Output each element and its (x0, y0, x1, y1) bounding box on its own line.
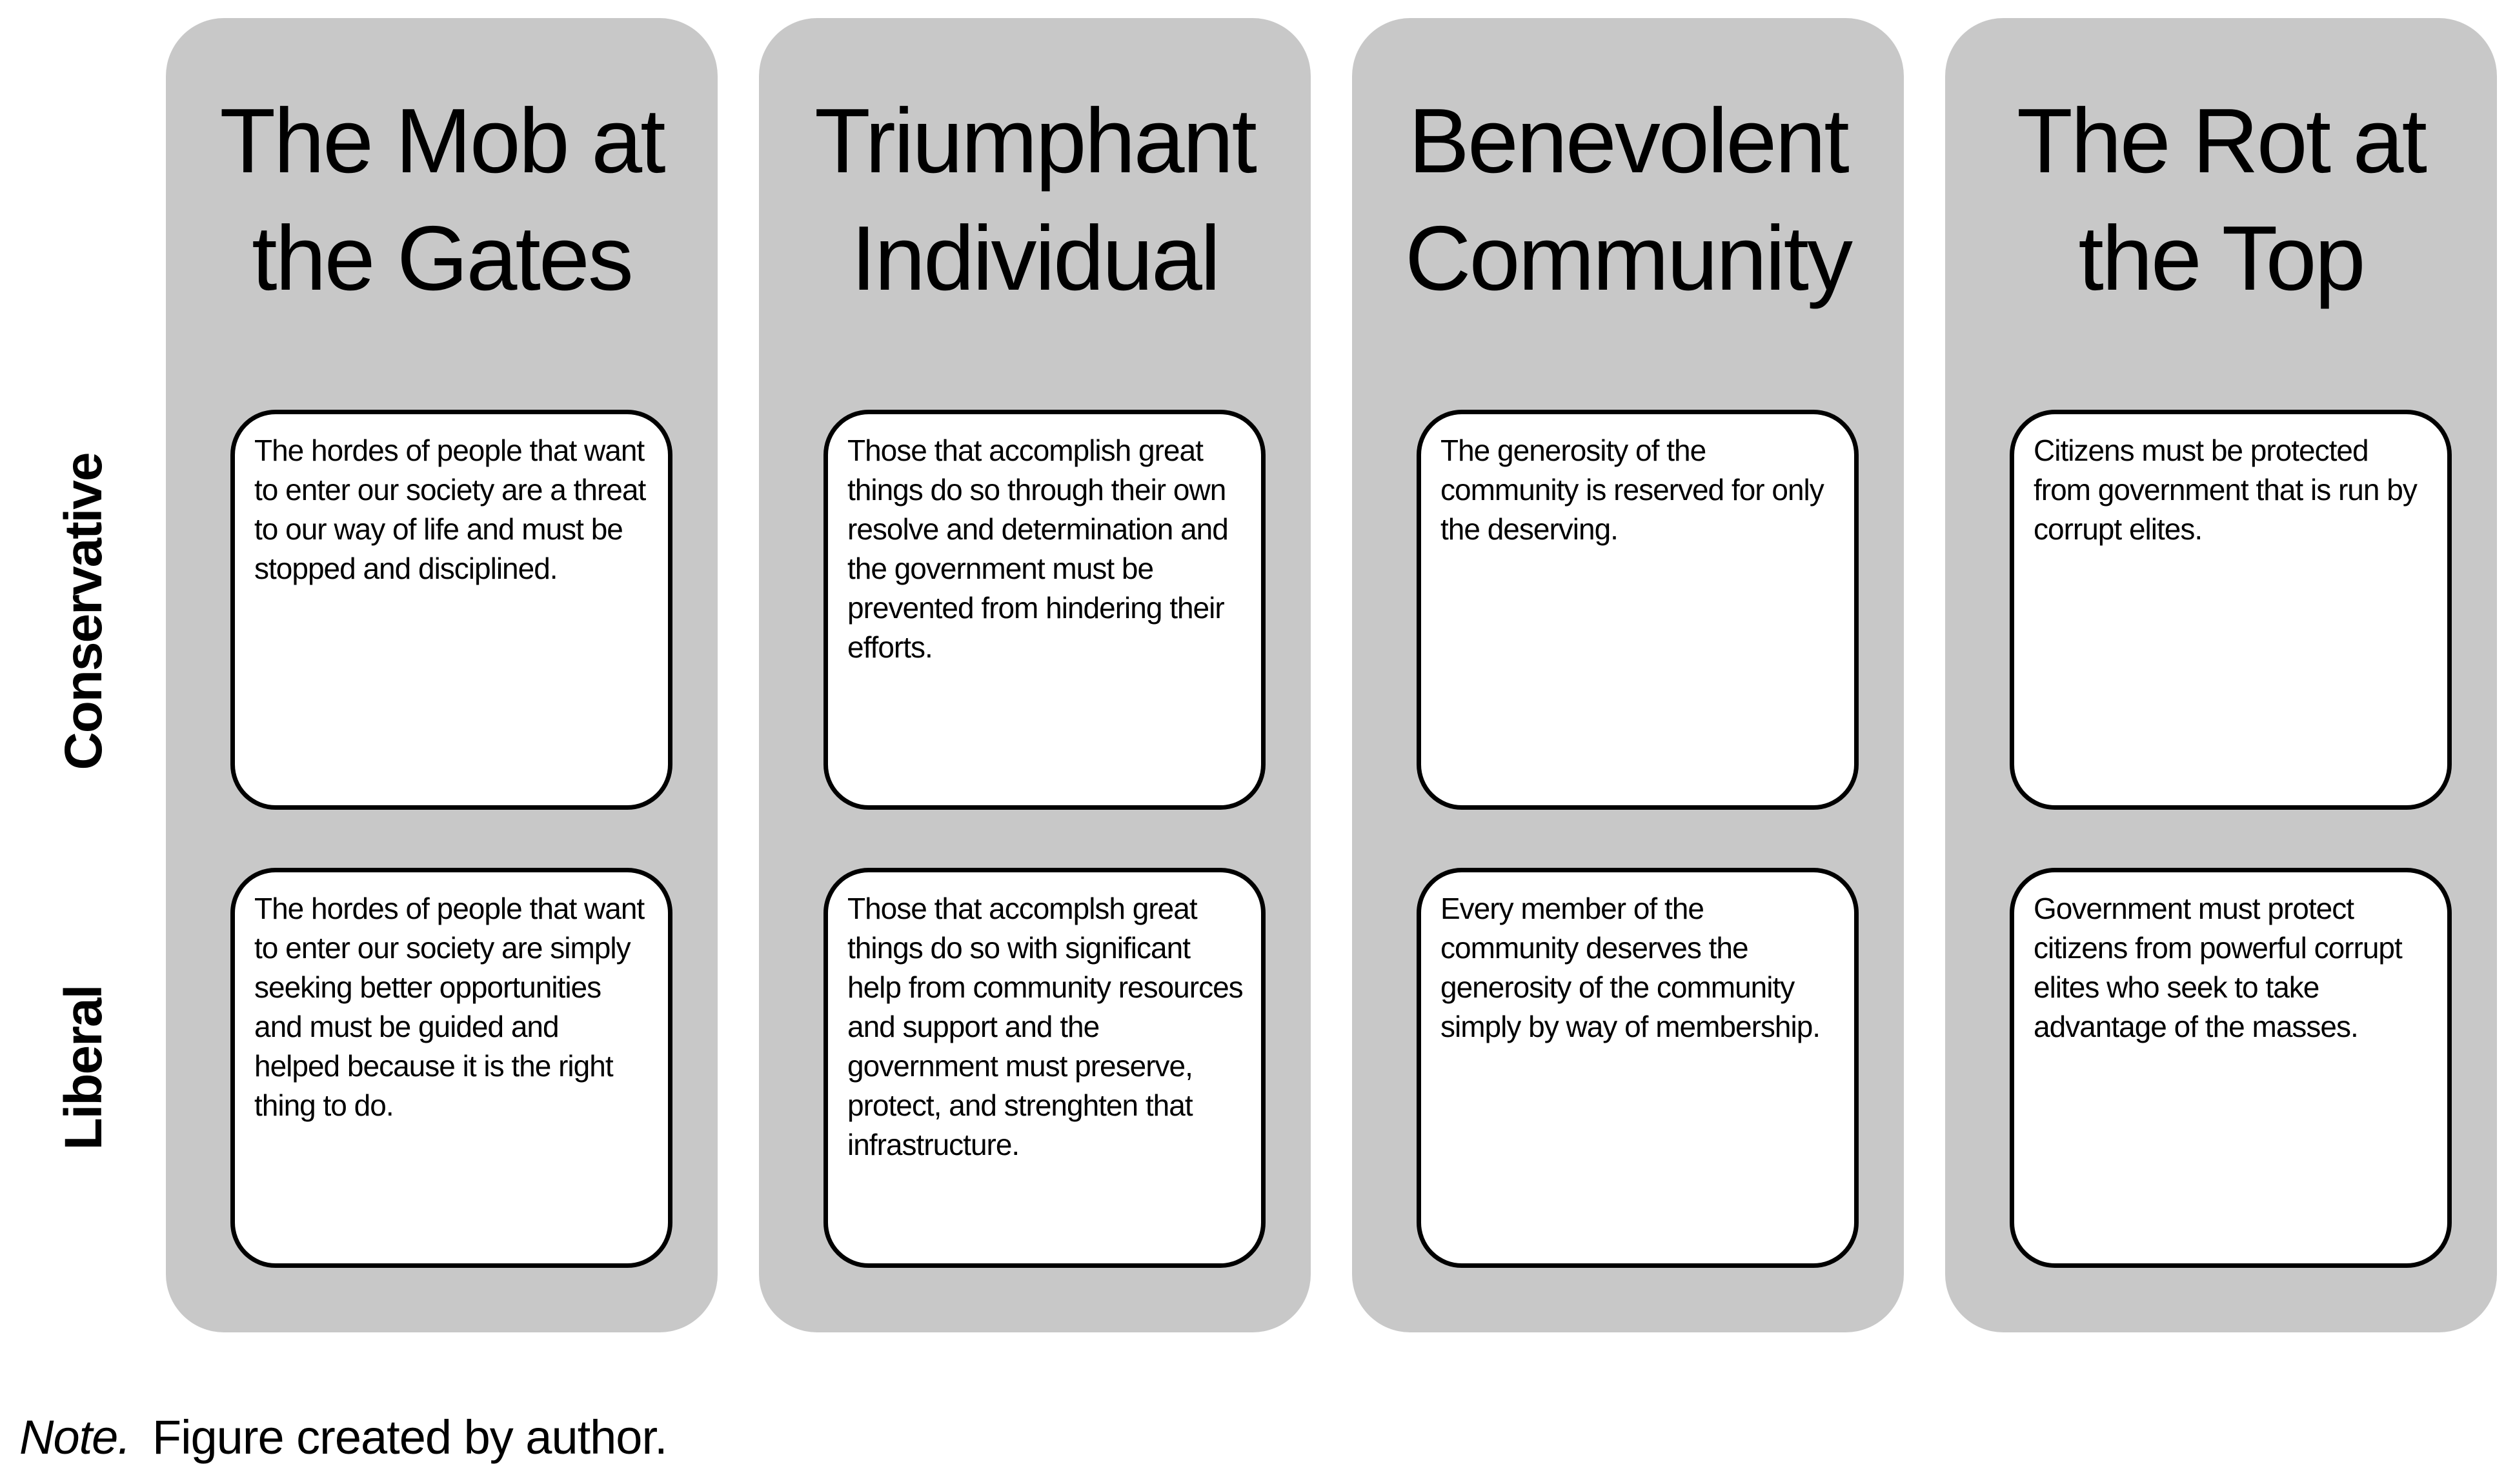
column-the-mob-at-the-gates: The Mob at the Gates The hordes of peopl… (166, 18, 718, 1332)
liberal-belief-card: Those that accomplsh great things do so … (823, 868, 1266, 1268)
liberal-belief-text: Government must protect citizens from po… (2034, 892, 2403, 1043)
column-title: The Rot at the Top (2017, 90, 2427, 310)
liberal-belief-text: Those that accomplsh great things do so … (847, 892, 1244, 1161)
liberal-belief-card: Government must protect citizens from po… (2010, 868, 2452, 1268)
conservative-belief-text: The hordes of people that want to enter … (254, 434, 646, 585)
row-label-conservative: Conservative (54, 453, 113, 770)
liberal-belief-text: The hordes of people that want to enter … (254, 892, 645, 1122)
conservative-belief-card: Citizens must be protected from governme… (2010, 410, 2452, 810)
column-title: Triumphant Individual (814, 90, 1257, 310)
liberal-belief-card: Every member of the community deserves t… (1417, 868, 1859, 1268)
conservative-belief-text: The generosity of the community is reser… (1440, 434, 1824, 546)
note-text: Figure created by author. (152, 1410, 668, 1464)
conservative-belief-text: Citizens must be protected from governme… (2034, 434, 2418, 546)
note-label: Note. (19, 1410, 131, 1464)
column-title: The Mob at the Gates (219, 90, 665, 310)
column-benevolent-community: Benevolent Community The generosity of t… (1352, 18, 1904, 1332)
row-label-liberal: Liberal (54, 985, 113, 1150)
figure-note: Note. Figure created by author. (19, 1410, 668, 1465)
column-title: Benevolent Community (1404, 90, 1853, 310)
liberal-belief-card: The hordes of people that want to enter … (230, 868, 672, 1268)
conservative-belief-text: Those that accomplish great things do so… (847, 434, 1229, 664)
column-triumphant-individual: Triumphant Individual Those that accompl… (759, 18, 1311, 1332)
conservative-belief-card: The hordes of people that want to enter … (230, 410, 672, 810)
column-the-rot-at-the-top: The Rot at the Top Citizens must be prot… (1945, 18, 2497, 1332)
conservative-belief-card: Those that accomplish great things do so… (823, 410, 1266, 810)
liberal-belief-text: Every member of the community deserves t… (1440, 892, 1821, 1043)
conservative-belief-card: The generosity of the community is reser… (1417, 410, 1859, 810)
